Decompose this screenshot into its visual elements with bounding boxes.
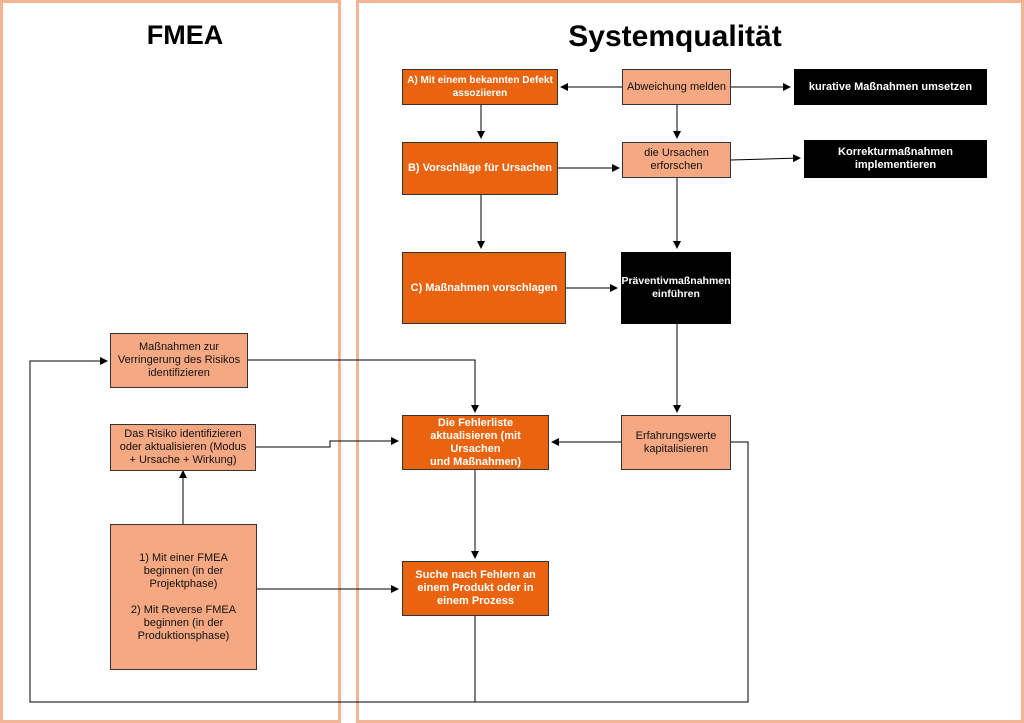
node-risiko-verringerung: Maßnahmen zur Verringerung des Risikos i… <box>110 333 248 388</box>
edge-ursachen-to-korrektur <box>730 154 801 163</box>
systemqualitaet-title: Systemqualität <box>568 20 782 53</box>
edge-risiko-identifizieren-to-fehlerliste <box>256 437 399 448</box>
node-erfahrungswerte: Erfahrungswerte kapitalisieren <box>621 415 731 470</box>
edge-loop-erfahrungswerte <box>475 441 749 703</box>
node-a-defekt-assoziieren: A) Mit einem bekannten Defekt assoziiere… <box>402 69 558 105</box>
node-kurative-massnahmen: kurative Maßnahmen umsetzen <box>794 69 987 105</box>
systemqualitaet-panel <box>356 0 1024 723</box>
node-c-massnahmen-vorschlagen: C) Maßnahmen vorschlagen <box>402 252 566 324</box>
node-korrekturmassnahmen: Korrekturmaßnahmen implementieren <box>804 140 987 178</box>
node-ursachen-erforschen: die Ursachen erforschen <box>622 142 731 178</box>
edge-loop-suche-to-risiko-verringerung <box>29 357 476 703</box>
node-fehlerliste-aktualisieren: Die Fehlerliste aktualisieren (mit Ursac… <box>402 415 549 470</box>
node-fmea-beginnen: 1) Mit einer FMEA beginnen (in der Proje… <box>110 524 257 670</box>
node-b-vorschlaege-ursachen: B) Vorschläge für Ursachen <box>402 142 558 195</box>
fmea-panel <box>0 0 341 723</box>
node-risiko-identifizieren: Das Risiko identifizieren oder aktualisi… <box>110 424 256 471</box>
node-abweichung-melden: Abweichung melden <box>622 69 731 105</box>
fmea-title: FMEA <box>146 20 224 50</box>
node-suche-nach-fehlern: Suche nach Fehlern an einem Produkt oder… <box>402 561 549 616</box>
edge-risiko-verringerung-to-fehlerliste <box>248 359 479 413</box>
node-praeventivmassnahmen: Präventivmaßnahmen einführen <box>621 252 731 324</box>
